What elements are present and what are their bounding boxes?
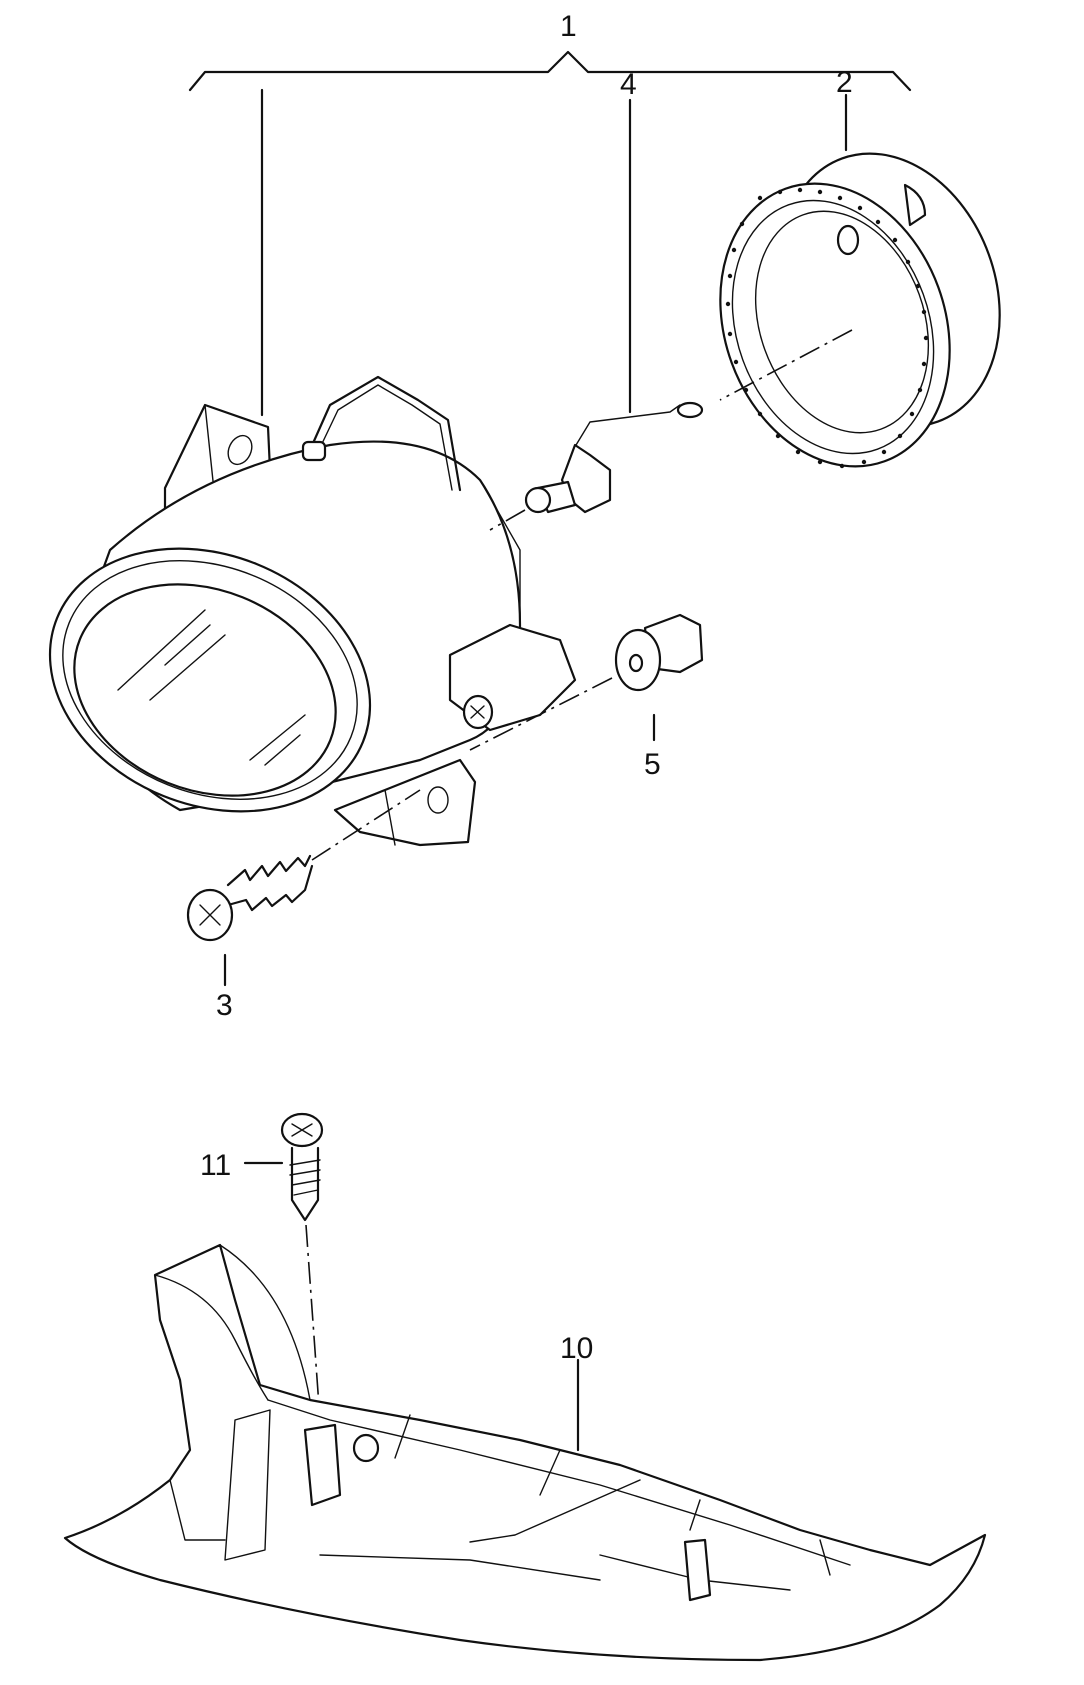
bumper-cover <box>63 1243 987 1662</box>
label-part-2: 2 <box>836 66 853 99</box>
part-1-bracket <box>188 50 912 417</box>
mounting-screw <box>186 789 421 987</box>
fog-lamp-housing <box>48 375 577 847</box>
label-part-1: 1 <box>560 10 577 43</box>
clip-nut <box>469 613 704 751</box>
label-part-4: 4 <box>620 68 637 101</box>
bulb-with-lead <box>489 98 704 531</box>
label-part-3: 3 <box>216 989 233 1022</box>
small-screw <box>243 1112 324 1421</box>
ring-rivets <box>725 187 929 469</box>
trim-ring <box>719 93 1001 469</box>
callout-labels: 1 2 4 5 3 11 10 <box>200 10 853 1365</box>
label-part-10: 10 <box>560 1332 593 1365</box>
label-part-11: 11 <box>200 1149 231 1182</box>
label-part-5: 5 <box>644 748 661 781</box>
